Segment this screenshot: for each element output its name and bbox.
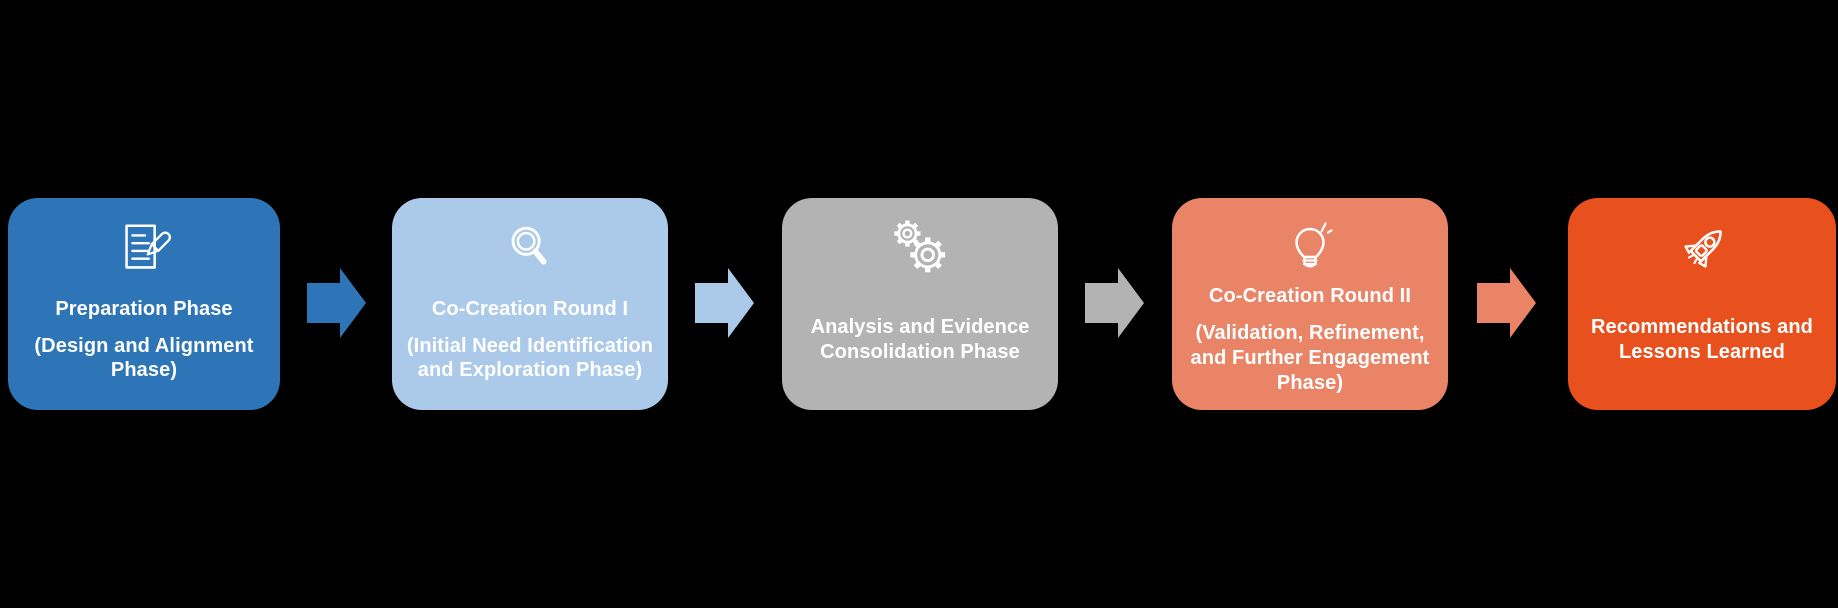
flow-arrow-3	[1085, 268, 1144, 338]
step-title: Co-Creation Round II	[1209, 285, 1411, 308]
step-box-preparation: Preparation Phase (Design and Alignment …	[8, 198, 280, 410]
flow-arrow-1	[307, 268, 366, 338]
document-pencil-icon	[113, 218, 175, 282]
step-title: Recommendations and Lessons Learned	[1591, 316, 1813, 363]
step-box-recommendations: Recommendations and Lessons Learned	[1568, 198, 1836, 410]
step-box-cocreation-round-2: Co-Creation Round II (Validation, Refine…	[1172, 198, 1448, 410]
step-box-cocreation-round-1: Co-Creation Round I (Initial Need Identi…	[392, 198, 668, 410]
step-subtitle: (Design and Alignment Phase)	[34, 334, 254, 382]
step-title: Analysis and Evidence Consolidation Phas…	[810, 316, 1030, 363]
magnifier-icon	[499, 218, 561, 282]
flow-arrow-4	[1477, 268, 1536, 338]
step-title: Co-Creation Round I	[431, 297, 629, 320]
step-subtitle: (Validation, Refinement, and Further Eng…	[1190, 322, 1430, 394]
lightbulb-icon	[1278, 218, 1342, 282]
rocket-icon	[1671, 218, 1733, 282]
step-box-analysis: Analysis and Evidence Consolidation Phas…	[782, 198, 1058, 410]
step-subtitle: (Initial Need Identification and Explora…	[406, 334, 654, 382]
gears-icon	[889, 218, 951, 282]
flow-arrow-2	[695, 268, 754, 338]
step-title: Preparation Phase	[55, 297, 233, 320]
